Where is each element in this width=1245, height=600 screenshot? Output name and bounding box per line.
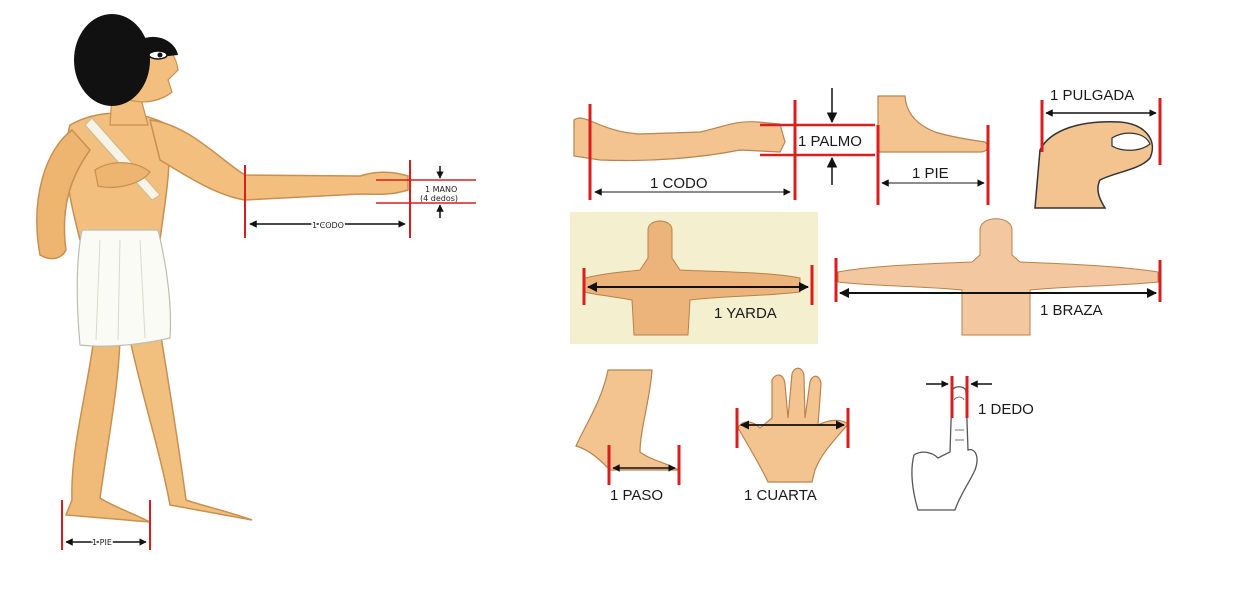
yarda-panel <box>570 212 818 344</box>
egypt-pie-measure <box>61 500 151 550</box>
egypt-codo-label: 1 CODO <box>312 221 344 230</box>
braza-panel <box>834 218 1162 336</box>
pie-panel <box>876 95 990 205</box>
codo-label: 1 CODO <box>650 175 708 192</box>
codo-panel <box>573 88 875 200</box>
pulgada-label: 1 PULGADA <box>1050 87 1134 104</box>
yarda-label: 1 YARDA <box>714 305 777 322</box>
egypt-mano-label: 1 MANO <box>425 185 457 194</box>
pulgada-panel <box>1034 98 1162 209</box>
braza-label: 1 BRAZA <box>1040 302 1103 319</box>
egypt-mano-measure <box>376 166 476 218</box>
pie-label: 1 PIE <box>912 165 949 182</box>
paso-panel <box>575 369 681 485</box>
egypt-codo-measure <box>244 160 411 238</box>
dedo-panel <box>911 376 992 511</box>
palmo-label: 1 PALMO <box>798 133 862 150</box>
egypt-pie-label: 1 PIE <box>92 538 112 547</box>
egypt-mano-sublabel: (4 dedos) <box>420 194 458 203</box>
paso-label: 1 PASO <box>610 487 663 504</box>
cuarta-label: 1 CUARTA <box>744 487 817 504</box>
dedo-label: 1 DEDO <box>978 401 1034 418</box>
cuarta-panel <box>735 367 850 483</box>
egyptian-figure <box>36 14 409 523</box>
